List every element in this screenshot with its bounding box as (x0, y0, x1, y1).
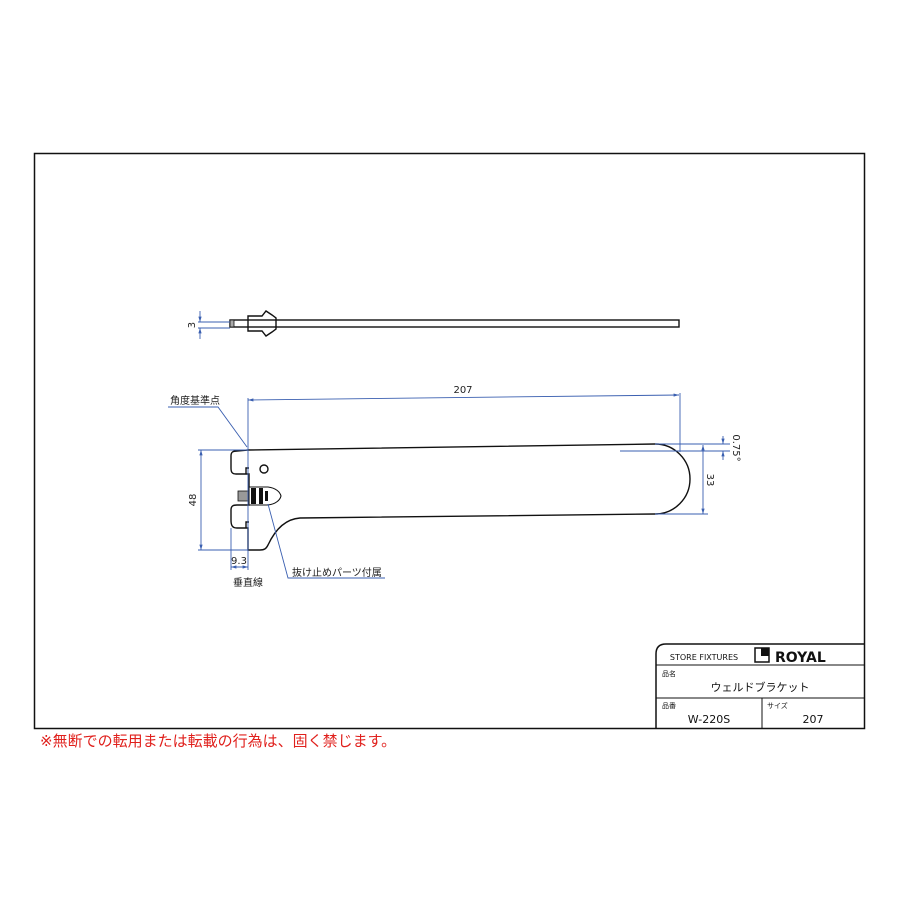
top-view: 3 (187, 310, 680, 339)
vertical-line-label: 垂直線 (233, 576, 263, 589)
thickness-dimension: 3 (187, 322, 198, 328)
product-name-label: 品名 (662, 669, 676, 678)
angle-dimension: 0.75° (730, 434, 741, 461)
product-code-label: 品番 (662, 702, 676, 710)
reference-point-label: 角度基準点 (170, 394, 220, 407)
size-label: サイズ (767, 701, 788, 710)
svg-text:ROYAL: ROYAL (775, 650, 826, 666)
side-view: 207 角度基準点 48 9.3 垂直線 抜け止めパーツ付属 0.75° 33 (168, 385, 741, 589)
height-dimension: 48 (188, 494, 199, 507)
offset-dimension: 9.3 (231, 556, 247, 567)
retainer-label: 抜け止めパーツ付属 (292, 566, 382, 579)
mounting-hole (259, 464, 269, 474)
retainer-clip-top (247, 310, 277, 337)
size-value: 207 (803, 713, 824, 726)
title-block: STORE FIXTURES ROYAL 品名 ウェルドブラケット 品番 W-2… (655, 643, 864, 728)
royal-logo: ROYAL (754, 647, 826, 666)
product-name: ウェルドブラケット (711, 680, 810, 694)
product-code: W-220S (688, 713, 730, 726)
copyright-notice: ※無断での転用または転載の行為は、固く禁じます。 (40, 732, 397, 750)
company-tag: STORE FIXTURES (670, 653, 738, 662)
end-height-dimension: 33 (704, 474, 715, 487)
drawing-frame (33, 152, 866, 730)
retainer-clip (237, 486, 282, 506)
length-dimension: 207 (453, 385, 472, 396)
bracket-outline (230, 443, 691, 551)
